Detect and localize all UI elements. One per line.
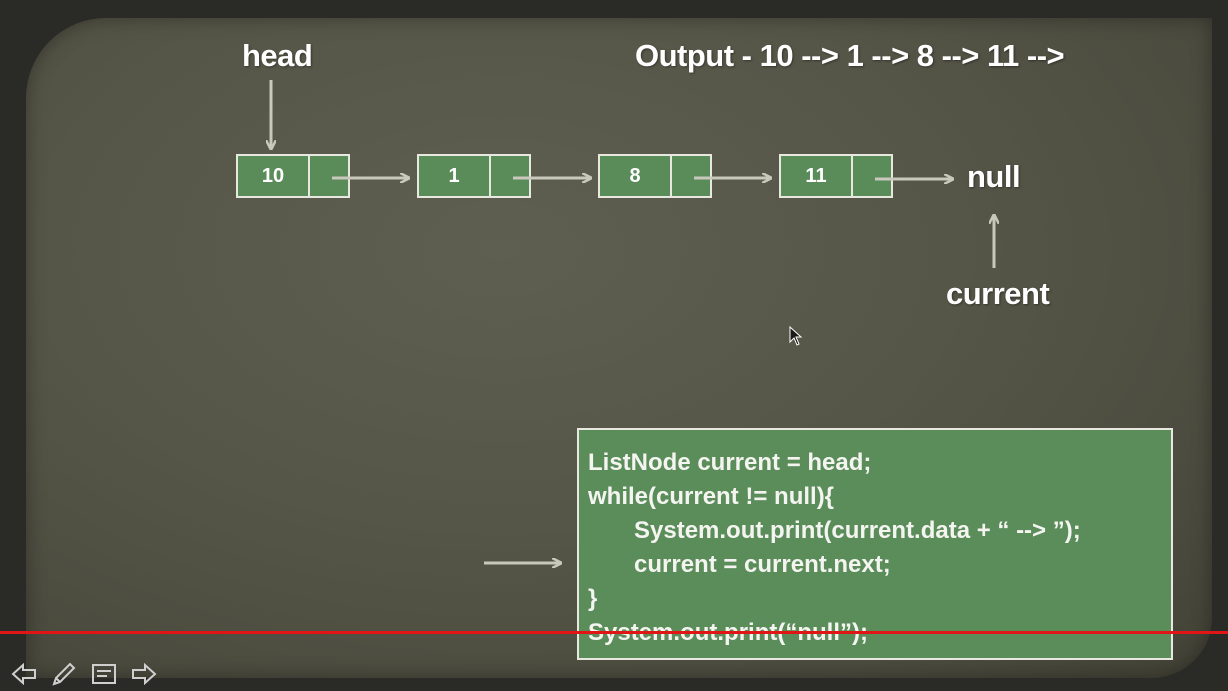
code-line: ListNode current = head;	[588, 449, 872, 476]
null-label: null	[967, 159, 1021, 194]
code-line: }	[588, 585, 598, 612]
node-data: 8	[600, 156, 672, 196]
pen-icon[interactable]	[50, 660, 78, 688]
code-line: while(current != null){	[588, 483, 835, 510]
output-text: Output - 10 --> 1 --> 8 --> 11 -->	[635, 38, 1065, 73]
video-progress-bar[interactable]	[0, 631, 1228, 634]
current-label: current	[946, 276, 1050, 311]
code-line: System.out.print(current.data + “ --> ”)…	[634, 517, 1081, 544]
node-next-pointer	[853, 156, 891, 196]
node-data: 10	[238, 156, 310, 196]
code-line: current = current.next;	[634, 551, 891, 578]
node-data: 1	[419, 156, 491, 196]
node-next-pointer	[310, 156, 348, 196]
next-icon[interactable]	[130, 660, 158, 688]
node-data: 11	[781, 156, 853, 196]
list-node-4: 11	[779, 154, 893, 198]
code-block: ListNode current = head; while(current !…	[577, 428, 1173, 660]
node-next-pointer	[491, 156, 529, 196]
list-node-3: 8	[598, 154, 712, 198]
list-node-2: 1	[417, 154, 531, 198]
slide-controls	[10, 660, 158, 688]
previous-icon[interactable]	[10, 660, 38, 688]
notes-icon[interactable]	[90, 660, 118, 688]
node-next-pointer	[672, 156, 710, 196]
head-label: head	[242, 38, 313, 73]
list-node-1: 10	[236, 154, 350, 198]
